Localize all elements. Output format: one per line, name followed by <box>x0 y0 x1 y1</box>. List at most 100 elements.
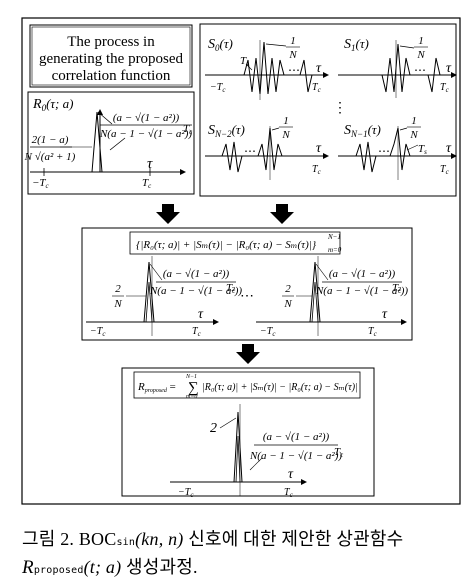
svg-text:τ: τ <box>382 307 388 322</box>
svg-text:N−1: N−1 <box>185 374 197 380</box>
title-box: The process in generating the proposed c… <box>29 24 193 88</box>
arrow-down-right <box>270 204 294 224</box>
svg-text:Ts: Ts <box>240 55 249 68</box>
svg-text:−Tc: −Tc <box>210 82 226 94</box>
svg-text:∑: ∑ <box>188 380 199 396</box>
sn1-waveform <box>355 141 377 173</box>
svg-text:τ: τ <box>288 467 294 482</box>
title-line-1: The process in <box>67 34 155 50</box>
svg-text:(a − √(1 − a²)): (a − √(1 − a²)) <box>163 268 230 280</box>
svg-text:S0(τ): S0(τ) <box>208 36 233 53</box>
middle-ellipsis: ⋯ <box>240 289 254 304</box>
svg-text:⋯: ⋯ <box>244 144 256 158</box>
sn2-plot: SN−2(τ) ⋯ 1 N τ Tc <box>205 115 329 180</box>
svg-text:Tc: Tc <box>392 282 402 295</box>
caption-boc-args: (kn, n) <box>135 529 184 549</box>
caption-rest: 신호에 대한 제안한 상관함수 <box>183 529 404 549</box>
svg-text:m=0: m=0 <box>186 394 197 400</box>
svg-text:2: 2 <box>115 283 121 295</box>
svg-text:N: N <box>409 129 418 141</box>
caption-r-args: (t; a) <box>83 557 122 577</box>
svg-text:1: 1 <box>418 35 424 47</box>
svg-text:Tc: Tc <box>192 326 202 338</box>
r0-peak <box>91 111 103 173</box>
svg-text:N−1: N−1 <box>327 233 341 241</box>
title-line-2: generating the proposed <box>39 51 184 67</box>
caption-boc-sub: sin <box>116 537 136 548</box>
svg-text:N: N <box>283 298 292 310</box>
s1-plot: S1(τ) ⋯ 1 N τ Tc <box>338 35 457 98</box>
r0-tick-left: −Tc <box>32 177 50 190</box>
svg-text:τ: τ <box>316 141 322 156</box>
svg-text:SN−1(τ): SN−1(τ) <box>344 122 381 139</box>
caption-r-sub: proposed <box>33 565 84 576</box>
caption-prefix: 그림 2. BOC <box>22 529 117 549</box>
svg-text:2: 2 <box>285 283 291 295</box>
r0-tick-right: Tc <box>142 177 152 190</box>
svg-text:Tc: Tc <box>440 82 450 94</box>
svg-text:τ: τ <box>446 141 452 156</box>
flow-arrows <box>156 204 294 364</box>
svg-text:Tc: Tc <box>312 82 322 94</box>
caption-tail: 생성과정. <box>121 557 198 577</box>
s-panels: S0(τ) ⋯ 1 N Ts τ −Tc Tc S1(τ) ⋯ 1 <box>199 23 457 197</box>
arrow-down-left <box>156 204 180 224</box>
r0-label: R0(τ; a) <box>32 96 73 113</box>
svg-text:−Tc: −Tc <box>90 326 106 338</box>
r0-panel: R0(τ; a) (a − √(1 − a²)) N(a − 1 − √(1 −… <box>24 91 195 195</box>
s-vertical-ellipsis: ⋮ <box>333 101 347 116</box>
svg-text:τ: τ <box>446 61 452 76</box>
bottom-box: Rproposed= N−1 ∑ m=0 |R₀(τ; a)| + |Sₘ(τ)… <box>121 367 375 499</box>
s1-waveform <box>381 43 411 93</box>
svg-text:Tc: Tc <box>440 164 450 176</box>
svg-text:N: N <box>288 49 297 61</box>
svg-text:N(a − 1 − √(1 − a²)): N(a − 1 − √(1 − a²)) <box>315 285 408 297</box>
svg-text:−Tc: −Tc <box>260 326 276 338</box>
r0-side-den: N √(a² + 1) <box>24 151 76 163</box>
svg-text:⋯: ⋯ <box>414 63 426 77</box>
s0-waveform <box>243 41 285 95</box>
svg-text:⋯: ⋯ <box>288 63 300 77</box>
sn2-waveform <box>221 141 243 173</box>
svg-text:SN−2(τ): SN−2(τ) <box>208 122 245 139</box>
svg-text:N: N <box>416 49 425 61</box>
middle-formula: {|R₀(τ; a)| + |Sₘ(τ)| − |R₀(τ; a) − Sₘ(τ… <box>136 239 317 251</box>
r0-peak-formula-den: N(a − 1 − √(1 − a²)) <box>99 128 192 140</box>
svg-text:−Tc: −Tc <box>178 487 194 499</box>
svg-text:Tc: Tc <box>312 164 322 176</box>
svg-text:N(a − 1 − √(1 − a²)): N(a − 1 − √(1 − a²)) <box>249 450 342 462</box>
s0-plot: S0(τ) ⋯ 1 N Ts τ −Tc Tc <box>205 35 329 100</box>
bottom-peak <box>233 411 243 483</box>
svg-text:N: N <box>113 298 122 310</box>
bottom-peak-label: 2 <box>210 421 217 436</box>
svg-text:N(a − 1 − √(1 − a²)): N(a − 1 − √(1 − a²)) <box>149 285 242 297</box>
svg-text:⋯: ⋯ <box>378 144 390 158</box>
middle-left-peak <box>143 261 155 323</box>
middle-box: {|R₀(τ; a)| + |Sₘ(τ)| − |R₀(τ; a) − Sₘ(τ… <box>81 227 413 341</box>
svg-text:1: 1 <box>283 115 289 127</box>
svg-text:m=0: m=0 <box>328 246 342 254</box>
svg-text:Tc: Tc <box>334 446 344 459</box>
svg-text:Tc: Tc <box>284 487 294 499</box>
sn1-plot: SN−1(τ) ⋯ 1 N Ts τ Tc <box>338 115 457 180</box>
svg-text:1: 1 <box>411 115 417 127</box>
svg-text:Tc: Tc <box>368 326 378 338</box>
bottom-formula-rhs: |R₀(τ; a)| + |Sₘ(τ)| − |R₀(τ; a) − Sₘ(τ)… <box>202 382 358 393</box>
svg-text:(a − √(1 − a²)): (a − √(1 − a²)) <box>329 268 396 280</box>
svg-text:Ts: Ts <box>418 143 427 156</box>
r0-side-num: 2(1 − a) <box>32 134 69 146</box>
svg-text:1: 1 <box>290 35 296 47</box>
svg-text:τ: τ <box>316 61 322 76</box>
title-line-3: correlation function <box>52 68 171 84</box>
svg-text:τ: τ <box>198 307 204 322</box>
svg-text:Tc: Tc <box>226 282 236 295</box>
diagram-canvas: The process in generating the proposed c… <box>21 17 461 505</box>
figure-caption: 그림 2. BOCsin(kn, n) 신호에 대한 제안한 상관함수 Rpro… <box>22 527 462 583</box>
caption-r: R <box>22 557 34 578</box>
svg-text:S1(τ): S1(τ) <box>344 36 369 53</box>
arrow-down-middle <box>236 344 260 364</box>
r0-tau: τ <box>147 156 153 172</box>
r0-peak-formula-num: (a − √(1 − a²)) <box>113 112 180 124</box>
middle-right-peak <box>309 261 321 323</box>
svg-text:N: N <box>281 129 290 141</box>
